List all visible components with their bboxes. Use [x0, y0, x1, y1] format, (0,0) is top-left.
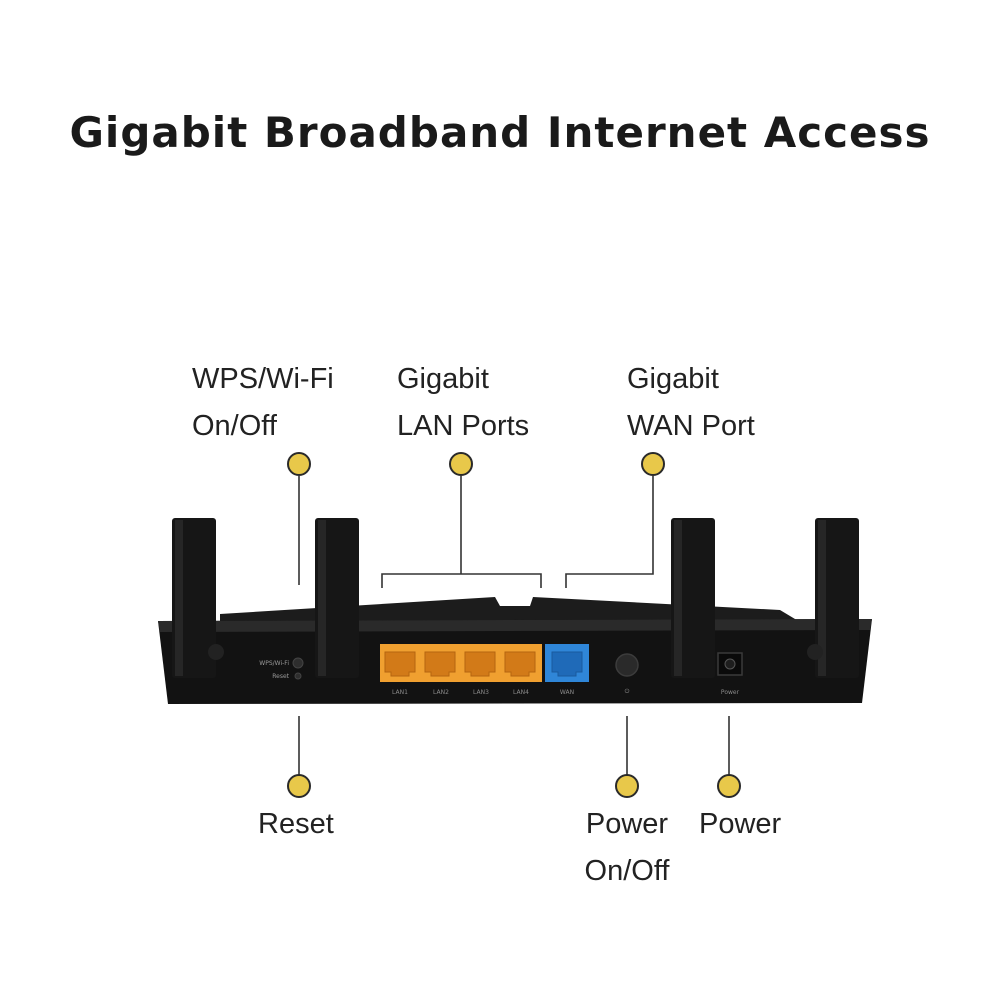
router-edge-highlight: [158, 619, 872, 632]
antennas: [172, 518, 859, 678]
antenna-1-shine: [175, 520, 183, 676]
lan-port-3-label: LAN3: [473, 689, 489, 696]
dot-power-switch: [615, 774, 639, 798]
lan-port-block: LAN1 LAN2 LAN3 LAN4: [380, 644, 542, 696]
lan-port-4[interactable]: [504, 651, 536, 677]
callout-wan-line1: Gigabit: [627, 363, 719, 395]
lan-port-4-label: LAN4: [513, 689, 529, 696]
lan-port-3[interactable]: [464, 651, 496, 677]
wan-port[interactable]: [551, 651, 583, 677]
callout-power-label: Power: [699, 801, 781, 848]
callout-wan-line2: WAN Port: [627, 410, 755, 442]
callout-lan-label: Gigabit LAN Ports: [397, 356, 529, 450]
callout-reset-line1: Reset: [258, 808, 334, 840]
callout-lan-line1: Gigabit: [397, 363, 489, 395]
page-title: Gigabit Broadband Internet Access: [69, 108, 931, 157]
callout-lan-line2: LAN Ports: [397, 410, 530, 442]
callout-wps-label: WPS/Wi-Fi On/Off: [192, 356, 334, 450]
dot-wps: [287, 452, 311, 476]
bracket-lan: [381, 573, 542, 588]
antenna-3-shine: [674, 520, 682, 676]
side-label-reset: Reset: [272, 673, 289, 680]
router-top-ridge: [220, 597, 800, 622]
power-switch-button[interactable]: [615, 653, 639, 677]
dot-lan: [449, 452, 473, 476]
callout-power-line1: Power: [699, 808, 782, 840]
callout-reset-label: Reset: [258, 801, 334, 848]
dot-power: [717, 774, 741, 798]
callout-power-switch-line1: Power: [585, 808, 669, 840]
lan-port-2-label: LAN2: [433, 689, 449, 696]
dot-reset: [287, 774, 311, 798]
antenna-4-shine: [818, 520, 826, 676]
leader-wan: [565, 476, 654, 588]
callout-power-switch-label: Power On/Off: [572, 801, 682, 895]
power-jack-label: Power: [721, 689, 740, 696]
lan-port-2[interactable]: [424, 651, 456, 677]
callout-dots: [287, 452, 741, 798]
power-symbol-icon: ⏻: [625, 688, 630, 695]
callout-wan-label: Gigabit WAN Port: [627, 356, 755, 450]
callout-wps-line2: On/Off: [192, 410, 277, 442]
lan-port-1-label: LAN1: [392, 689, 408, 696]
wan-port-block: WAN: [545, 644, 589, 696]
power-jack-pin: [724, 658, 736, 670]
side-label-wps: WPS/Wi-Fi: [259, 660, 289, 667]
hinge-right: [807, 644, 823, 660]
reset-button[interactable]: [294, 672, 302, 680]
callout-wps-line1: WPS/Wi-Fi: [192, 363, 334, 395]
hinge-left: [208, 644, 224, 660]
dot-wan: [641, 452, 665, 476]
callout-power-switch-line2: On/Off: [584, 855, 670, 887]
lan-port-1[interactable]: [384, 651, 416, 677]
leader-lines: [298, 476, 730, 776]
wan-port-label: WAN: [560, 689, 574, 696]
antenna-2-shine: [318, 520, 326, 676]
wps-button[interactable]: [292, 657, 304, 669]
